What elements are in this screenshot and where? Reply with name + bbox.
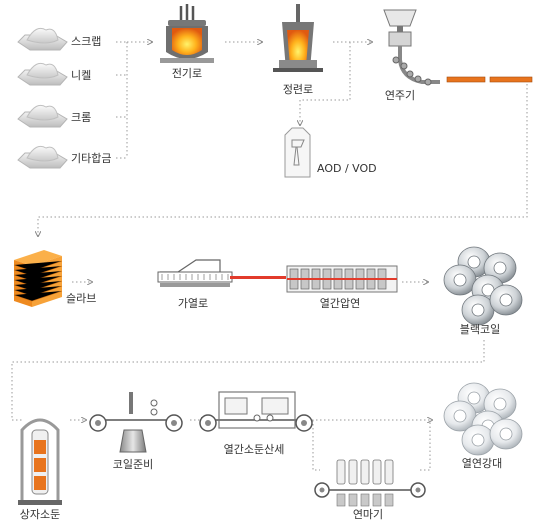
coil-preparation-icon [89, 392, 183, 453]
label-chrome: 크롬 [71, 111, 92, 124]
continuous-caster-icon [383, 9, 440, 86]
label-scrap: 스크랩 [71, 35, 102, 48]
label-electric-furnace: 전기로 [171, 67, 203, 80]
cast-slab-bars [446, 76, 533, 83]
hot-rolling-mill-icon [286, 265, 398, 293]
label-refining: 정련로 [282, 83, 314, 96]
label-box-annealing: 상자소둔 [19, 508, 61, 521]
hot-strip-line [230, 276, 286, 279]
slab-stack-icon [13, 250, 63, 307]
label-continuous-caster: 연주기 [384, 89, 416, 102]
label-hot-rolled-annealed: 열연강대 [461, 457, 503, 470]
aod-vod-vessel-icon [284, 127, 311, 178]
hot-rolled-annealed-coil-icon [443, 382, 523, 456]
label-nickel: 니켈 [71, 69, 92, 82]
label-other-alloy: 기타합금 [71, 152, 112, 165]
label-hot-rolling: 열간압연 [319, 297, 361, 310]
grinding-machine-icon [314, 459, 426, 507]
label-reheating-furnace: 가열로 [177, 297, 209, 310]
label-black-coil: 블랙코일 [459, 323, 501, 336]
scrap-pile-icon [17, 27, 68, 51]
label-slab: 슬라브 [66, 292, 97, 305]
black-coil-icon [443, 246, 523, 326]
box-annealing-furnace-icon [18, 418, 62, 505]
label-aod-vod: AOD / VOD [317, 162, 377, 175]
alloy-pile-icon [17, 145, 68, 169]
nickel-pile-icon [17, 62, 68, 86]
annealing-pickling-line-icon [199, 391, 313, 432]
electric-furnace-icon [160, 4, 214, 63]
label-coil-preparation: 코일준비 [112, 458, 154, 471]
reheating-furnace-icon [157, 259, 233, 287]
chrome-pile-icon [17, 104, 68, 128]
refining-ladle-icon [273, 4, 323, 72]
flow-connectors [11, 42, 528, 471]
label-annealing-pickling: 열간소둔산세 [223, 443, 285, 456]
label-grinding: 연마기 [352, 508, 384, 521]
